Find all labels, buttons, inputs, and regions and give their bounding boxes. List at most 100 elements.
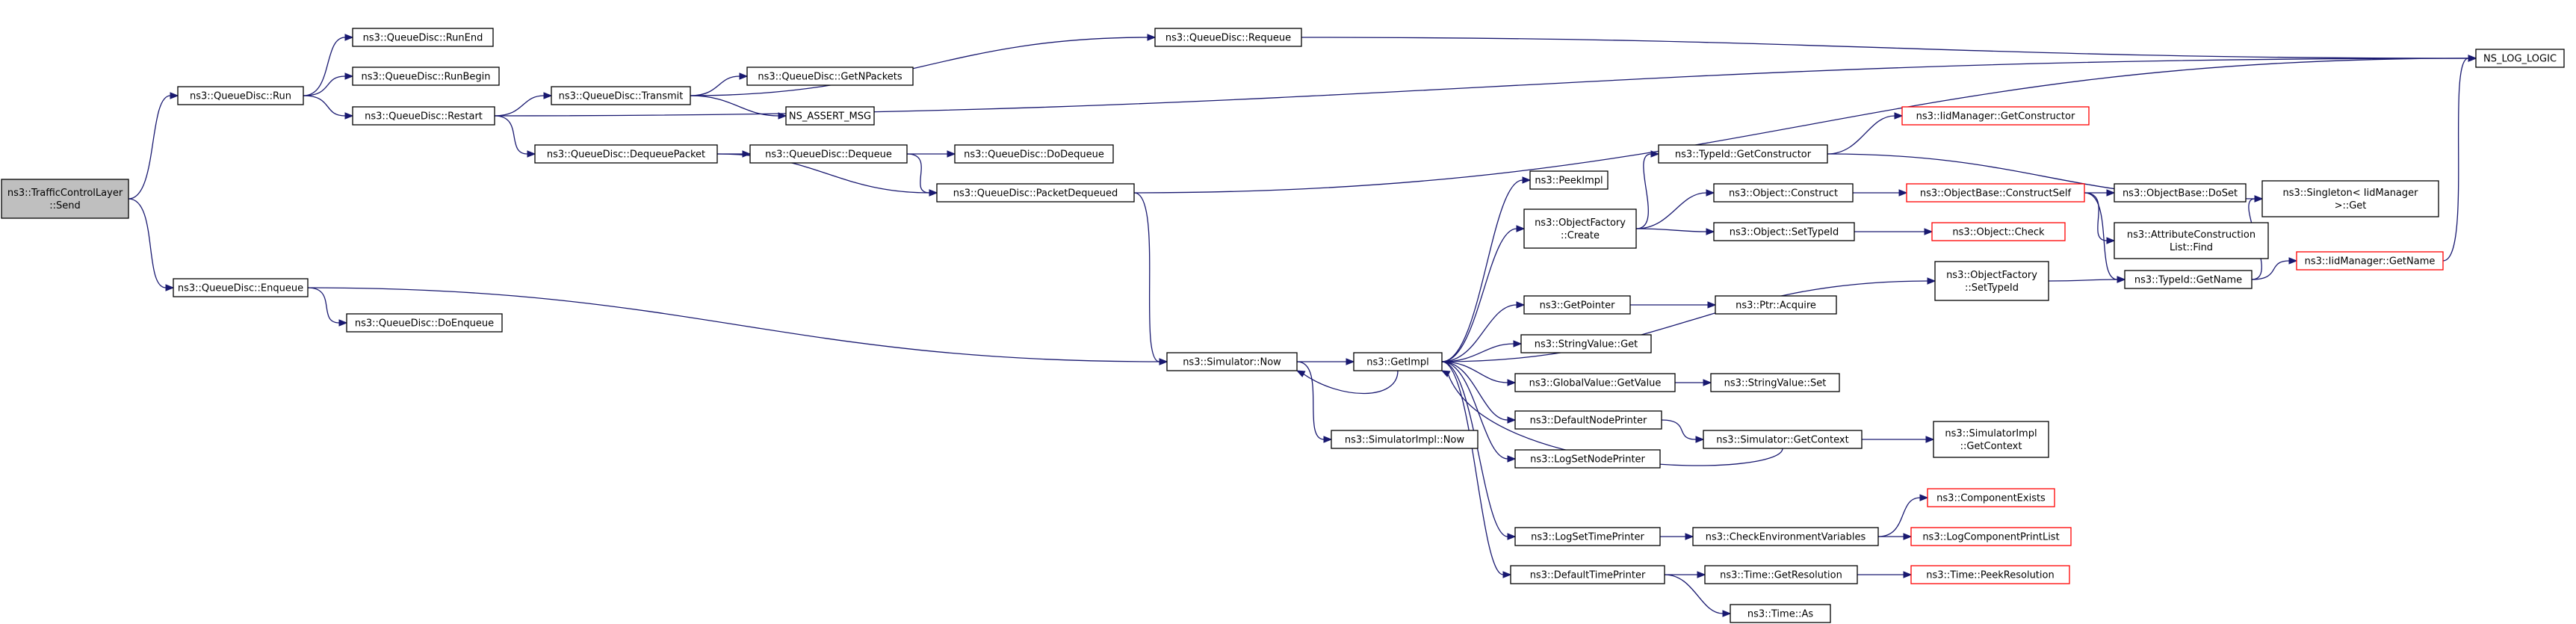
edge-line — [2251, 260, 2290, 280]
node-time-peek-resolution[interactable]: ns3::Time::PeekResolution — [1910, 565, 2070, 584]
node-queue-disc-do-enqueue[interactable]: ns3::QueueDisc::DoEnqueue — [346, 313, 503, 333]
node-time-get-resolution-box — [1704, 565, 1858, 584]
node-type-id-get-constructor[interactable]: ns3::TypeId::GetConstructor — [1658, 144, 1828, 164]
node-queue-disc-run-end-box — [352, 28, 494, 47]
edge-n17-n23 — [1441, 361, 1517, 386]
edge-n29-n39 — [1852, 189, 1908, 197]
node-attribute-construction-list-find-label: List::Find — [2170, 242, 2213, 253]
node-object-construct-label: ns3::Object::Construct — [1729, 188, 1838, 200]
edge-line — [1441, 361, 1508, 460]
edge-n39-n47 — [2084, 192, 2126, 283]
node-simulator-now[interactable]: ns3::Simulator::Now — [1166, 352, 1298, 371]
node-object-base-do-set-label: ns3::ObjectBase::DoSet — [2123, 188, 2238, 200]
edge-n39-n45 — [2084, 189, 2116, 197]
node-peek-impl-box — [1529, 170, 1609, 190]
node-string-value-set[interactable]: ns3::StringValue::Set — [1710, 373, 1840, 392]
node-queue-disc-run-begin[interactable]: ns3::QueueDisc::RunBegin — [352, 67, 500, 86]
node-object-check-box — [1931, 222, 2066, 241]
edge-line — [1133, 192, 1160, 362]
edge-n17-n24 — [1441, 361, 1517, 424]
node-object-factory-create[interactable]: ns3::ObjectFactory::Create — [1523, 208, 1637, 249]
edge-line — [2048, 279, 2118, 282]
node-time-as[interactable]: ns3::Time::As — [1730, 604, 1831, 623]
edge-n35-n43 — [1878, 533, 1913, 540]
node-object-factory-set-type-id[interactable]: ns3::ObjectFactory::SetTypeId — [1934, 261, 2049, 301]
node-type-id-get-name-box — [2124, 270, 2253, 289]
node-object-check-label: ns3::Object::Check — [1952, 227, 2045, 238]
node-object-base-do-set[interactable]: ns3::ObjectBase::DoSet — [2114, 183, 2247, 203]
edge-arrowhead — [1440, 370, 1451, 377]
node-default-time-printer[interactable]: ns3::DefaultTimePrinter — [1510, 565, 1665, 584]
node-queue-disc-packet-dequeued[interactable]: ns3::QueueDisc::PacketDequeued — [936, 183, 1135, 203]
node-attribute-construction-list-find-box — [2114, 222, 2269, 259]
edge-n24-n34 — [1661, 419, 1705, 443]
node-queue-disc-dequeue-packet[interactable]: ns3::QueueDisc::DequeuePacket — [534, 144, 718, 164]
node-queue-disc-do-dequeue[interactable]: ns3::QueueDisc::DoDequeue — [954, 144, 1114, 164]
edge-n35-n42 — [1877, 494, 1929, 537]
node-queue-disc-requeue-label: ns3::QueueDisc::Requeue — [1165, 33, 1291, 44]
node-iid-manager-get-constructor[interactable]: ns3::IidManager::GetConstructor — [1901, 106, 2090, 126]
node-simulator-impl-now[interactable]: ns3::SimulatorImpl::Now — [1331, 430, 1479, 449]
edge-arrowhead — [1159, 358, 1168, 365]
node-ptr-acquire[interactable]: ns3::Ptr::Acquire — [1715, 295, 1837, 315]
node-queue-disc-run[interactable]: ns3::QueueDisc::Run — [177, 86, 304, 105]
node-get-impl[interactable]: ns3::GetImpl — [1353, 352, 1443, 371]
node-ns-assert-msg[interactable]: NS_ASSERT_MSG — [785, 106, 875, 126]
edge-arrowhead — [2468, 55, 2477, 62]
node-queue-disc-enqueue[interactable]: ns3::QueueDisc::Enqueue — [173, 278, 309, 297]
edge-n7-n10 — [690, 95, 787, 120]
edge-arrowhead — [739, 72, 749, 80]
node-default-node-printer[interactable]: ns3::DefaultNodePrinter — [1514, 410, 1662, 430]
node-simulator-get-context[interactable]: ns3::Simulator::GetContext — [1703, 430, 1863, 449]
node-iid-manager-get-name[interactable]: ns3::IidManager::GetName — [2296, 251, 2444, 271]
node-queue-disc-restart[interactable]: ns3::QueueDisc::Restart — [352, 106, 495, 126]
node-global-value-get-value[interactable]: ns3::GlobalValue::GetValue — [1514, 373, 1676, 392]
node-time-get-resolution[interactable]: ns3::Time::GetResolution — [1704, 565, 1858, 584]
node-component-exists[interactable]: ns3::ComponentExists — [1927, 488, 2055, 507]
node-log-set-time-printer-label: ns3::LogSetTimePrinter — [1531, 532, 1644, 543]
node-attribute-construction-list-find-label: ns3::AttributeConstruction — [2127, 229, 2255, 241]
node-iid-manager-get-name-label: ns3::IidManager::GetName — [2305, 256, 2436, 268]
node-get-impl-box — [1353, 352, 1443, 371]
node-simulator-impl-get-context[interactable]: ns3::SimulatorImpl::GetContext — [1933, 421, 2049, 458]
node-queue-disc-run-end-label: ns3::QueueDisc::RunEnd — [363, 33, 483, 44]
node-log-set-time-printer[interactable]: ns3::LogSetTimePrinter — [1514, 527, 1661, 546]
node-queue-disc-dequeue[interactable]: ns3::QueueDisc::Dequeue — [749, 144, 908, 164]
edge-layer — [128, 34, 2477, 617]
edge-arrowhead — [2106, 189, 2116, 197]
node-simulator-impl-get-context-box — [1933, 421, 2049, 458]
node-get-pointer[interactable]: ns3::GetPointer — [1523, 295, 1631, 315]
edge-line — [1441, 361, 1508, 421]
node-type-id-get-name[interactable]: ns3::TypeId::GetName — [2124, 270, 2253, 289]
node-singleton-iid-manager-get[interactable]: ns3::Singleton< IidManager>::Get — [2261, 180, 2439, 217]
node-log-component-print-list[interactable]: ns3::LogComponentPrintList — [1910, 527, 2072, 546]
node-peek-impl[interactable]: ns3::PeekImpl — [1529, 170, 1609, 190]
node-queue-disc-enqueue-label: ns3::QueueDisc::Enqueue — [178, 283, 303, 294]
edge-line — [1133, 58, 2469, 194]
edge-arrowhead — [338, 319, 348, 327]
node-object-factory-create-box — [1523, 208, 1637, 249]
node-object-construct[interactable]: ns3::Object::Construct — [1713, 183, 1854, 203]
node-queue-disc-get-npackets[interactable]: ns3::QueueDisc::GetNPackets — [746, 67, 914, 86]
node-string-value-get[interactable]: ns3::StringValue::Get — [1520, 334, 1652, 353]
node-object-check[interactable]: ns3::Object::Check — [1931, 222, 2066, 241]
node-default-time-printer-box — [1510, 565, 1665, 584]
node-object-set-type-id[interactable]: ns3::Object::SetTypeId — [1713, 222, 1855, 241]
node-check-environment-variables[interactable]: ns3::CheckEnvironmentVariables — [1692, 527, 1879, 546]
node-queue-disc-run-end[interactable]: ns3::QueueDisc::RunEnd — [352, 28, 494, 47]
node-queue-disc-transmit[interactable]: ns3::QueueDisc::Transmit — [551, 86, 691, 105]
node-queue-disc-packet-dequeued-label: ns3::QueueDisc::PacketDequeued — [953, 188, 1118, 200]
node-queue-disc-requeue[interactable]: ns3::QueueDisc::Requeue — [1154, 28, 1302, 47]
node-object-base-construct-self[interactable]: ns3::ObjectBase::ConstructSelf — [1906, 183, 2085, 203]
edge-arrowhead — [1898, 189, 1908, 197]
node-log-set-node-printer[interactable]: ns3::LogSetNodePrinter — [1514, 449, 1661, 469]
edge-arrowhead — [344, 34, 354, 41]
edge-arrowhead — [527, 150, 536, 158]
edge-arrowhead — [1903, 533, 1913, 540]
node-time-as-box — [1730, 604, 1831, 623]
node-ns-log-logic[interactable]: NS_LOG_LOGIC — [2475, 49, 2565, 68]
node-traffic-control-layer-send[interactable]: ns3::TrafficControlLayer::Send — [1, 179, 129, 219]
node-check-environment-variables-box — [1692, 527, 1879, 546]
